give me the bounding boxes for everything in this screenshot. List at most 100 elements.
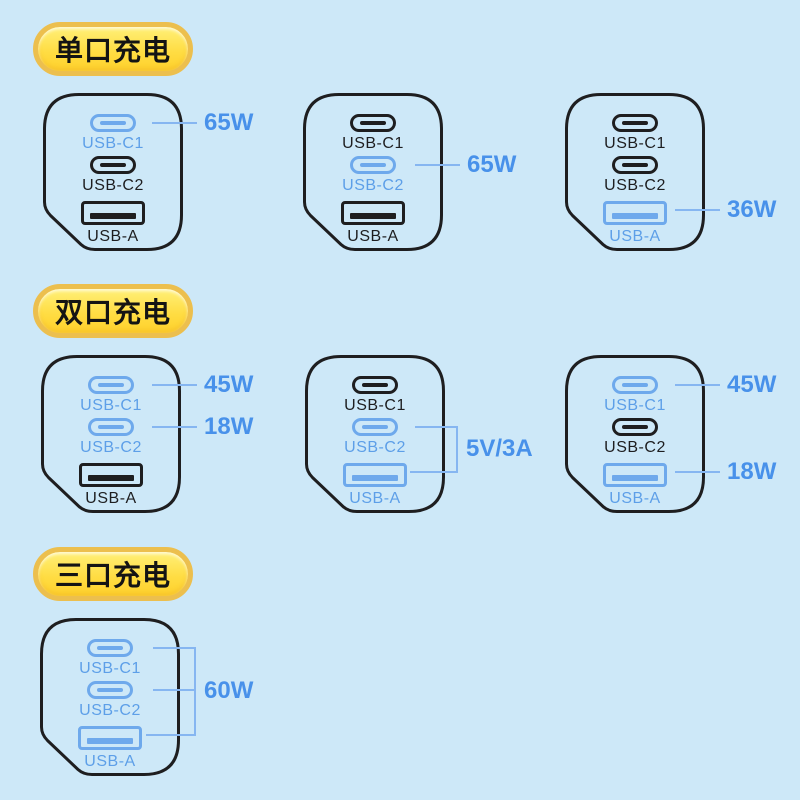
callout-line [152,384,197,386]
power-value: 65W [204,109,254,136]
usb-a-port: USB-A [78,723,142,774]
power-value: 45W [204,371,254,398]
usb-c-port-icon [350,114,396,132]
charger-diagram: USB-C1 USB-C2 USB-A [40,618,180,776]
port-label: USB-C2 [344,439,406,456]
usb-c2-port: USB-C2 [80,418,142,460]
usb-a-port-icon [81,201,145,225]
usb-a-port-icon [343,463,407,487]
port-label: USB-C2 [80,439,142,456]
port-label: USB-A [609,228,661,245]
power-callout: 65W [415,152,516,178]
usb-a-port-icon [341,201,405,225]
port-label: USB-C1 [342,135,404,152]
usb-a-port: USB-A [603,460,667,511]
usb-c2-port: USB-C2 [82,156,144,198]
power-value: 18W [204,413,254,440]
charger-diagram: USB-C1 USB-C2 USB-A [565,93,705,251]
usb-c-port-icon [612,156,658,174]
power-value: 5V/3A [466,435,533,462]
usb-c-port-icon [88,376,134,394]
section-badge-dual-port: 双口充电 [33,284,193,338]
port-label: USB-A [87,228,139,245]
usb-c-port-icon [88,418,134,436]
port-label: USB-A [349,490,401,507]
port-list: USB-C1 USB-C2 USB-A [305,355,445,513]
bracket-line [415,426,458,428]
power-value: 65W [467,151,517,178]
power-value: 18W [727,458,777,485]
charger-outline [303,93,443,251]
port-label: USB-C1 [79,660,141,677]
usb-c2-port: USB-C2 [604,418,666,460]
usb-c-port-icon [612,114,658,132]
port-label: USB-C1 [82,135,144,152]
port-label: USB-A [85,490,137,507]
usb-c-port-icon [87,639,133,657]
port-label: USB-C2 [79,702,141,719]
usb-c-port-icon [90,156,136,174]
power-callout: 18W [152,414,253,440]
usb-a-port-icon [603,201,667,225]
usb-c2-port: USB-C2 [342,156,404,198]
usb-c1-port: USB-C1 [82,114,144,156]
charger-diagram: USB-C1 USB-C2 USB-A [43,93,183,251]
power-value: 60W [204,677,254,704]
charger-outline [565,93,705,251]
charger-outline [305,355,445,513]
section-badge-triple-port: 三口充电 [33,547,193,601]
bracket-line [410,471,458,473]
usb-c-port-icon [350,156,396,174]
port-label: USB-C2 [604,439,666,456]
usb-c-port-icon [612,418,658,436]
usb-c2-port: USB-C2 [604,156,666,198]
bracket-line [146,734,196,736]
usb-c1-port: USB-C1 [604,114,666,156]
callout-line [415,164,460,166]
power-callout: 36W [675,197,776,223]
usb-a-port: USB-A [79,460,143,511]
charger-diagram: USB-C1 USB-C2 USB-A [303,93,443,251]
usb-c2-port: USB-C2 [79,681,141,723]
usb-c-port-icon [352,376,398,394]
usb-c-port-icon [87,681,133,699]
bracket-line [153,647,196,649]
port-label: USB-C2 [342,177,404,194]
port-label: USB-C1 [604,397,666,414]
power-callout: 65W [152,110,253,136]
bracket-line [194,647,196,736]
port-label: USB-A [609,490,661,507]
usb-c1-port: USB-C1 [344,376,406,418]
power-callout: 45W [675,372,776,398]
callout-line [152,426,197,428]
port-label: USB-C2 [82,177,144,194]
port-label: USB-A [84,753,136,770]
usb-c-port-icon [612,376,658,394]
callout-line [675,209,720,211]
usb-a-port: USB-A [341,198,405,249]
usb-a-port: USB-A [81,198,145,249]
power-value: 36W [727,196,777,223]
port-label: USB-C1 [80,397,142,414]
usb-c2-port: USB-C2 [344,418,406,460]
port-label: USB-C1 [344,397,406,414]
usb-a-port-icon [603,463,667,487]
port-list: USB-C1 USB-C2 USB-A [41,355,181,513]
usb-c1-port: USB-C1 [79,639,141,681]
usb-a-port-icon [79,463,143,487]
section-badge-single-port: 单口充电 [33,22,193,76]
usb-a-port: USB-A [603,198,667,249]
port-list: USB-C1 USB-C2 USB-A [565,93,705,251]
power-callout: 45W [152,372,253,398]
usb-a-port: USB-A [343,460,407,511]
charger-diagram: USB-C1 USB-C2 USB-A [305,355,445,513]
bracket-line [153,689,196,691]
usb-c1-port: USB-C1 [342,114,404,156]
usb-c1-port: USB-C1 [80,376,142,418]
charger-diagram: USB-C1 USB-C2 USB-A [565,355,705,513]
port-list: USB-C1 USB-C2 USB-A [565,355,705,513]
callout-line [675,471,720,473]
callout-line [152,122,197,124]
callout-line [675,384,720,386]
usb-a-port-icon [78,726,142,750]
